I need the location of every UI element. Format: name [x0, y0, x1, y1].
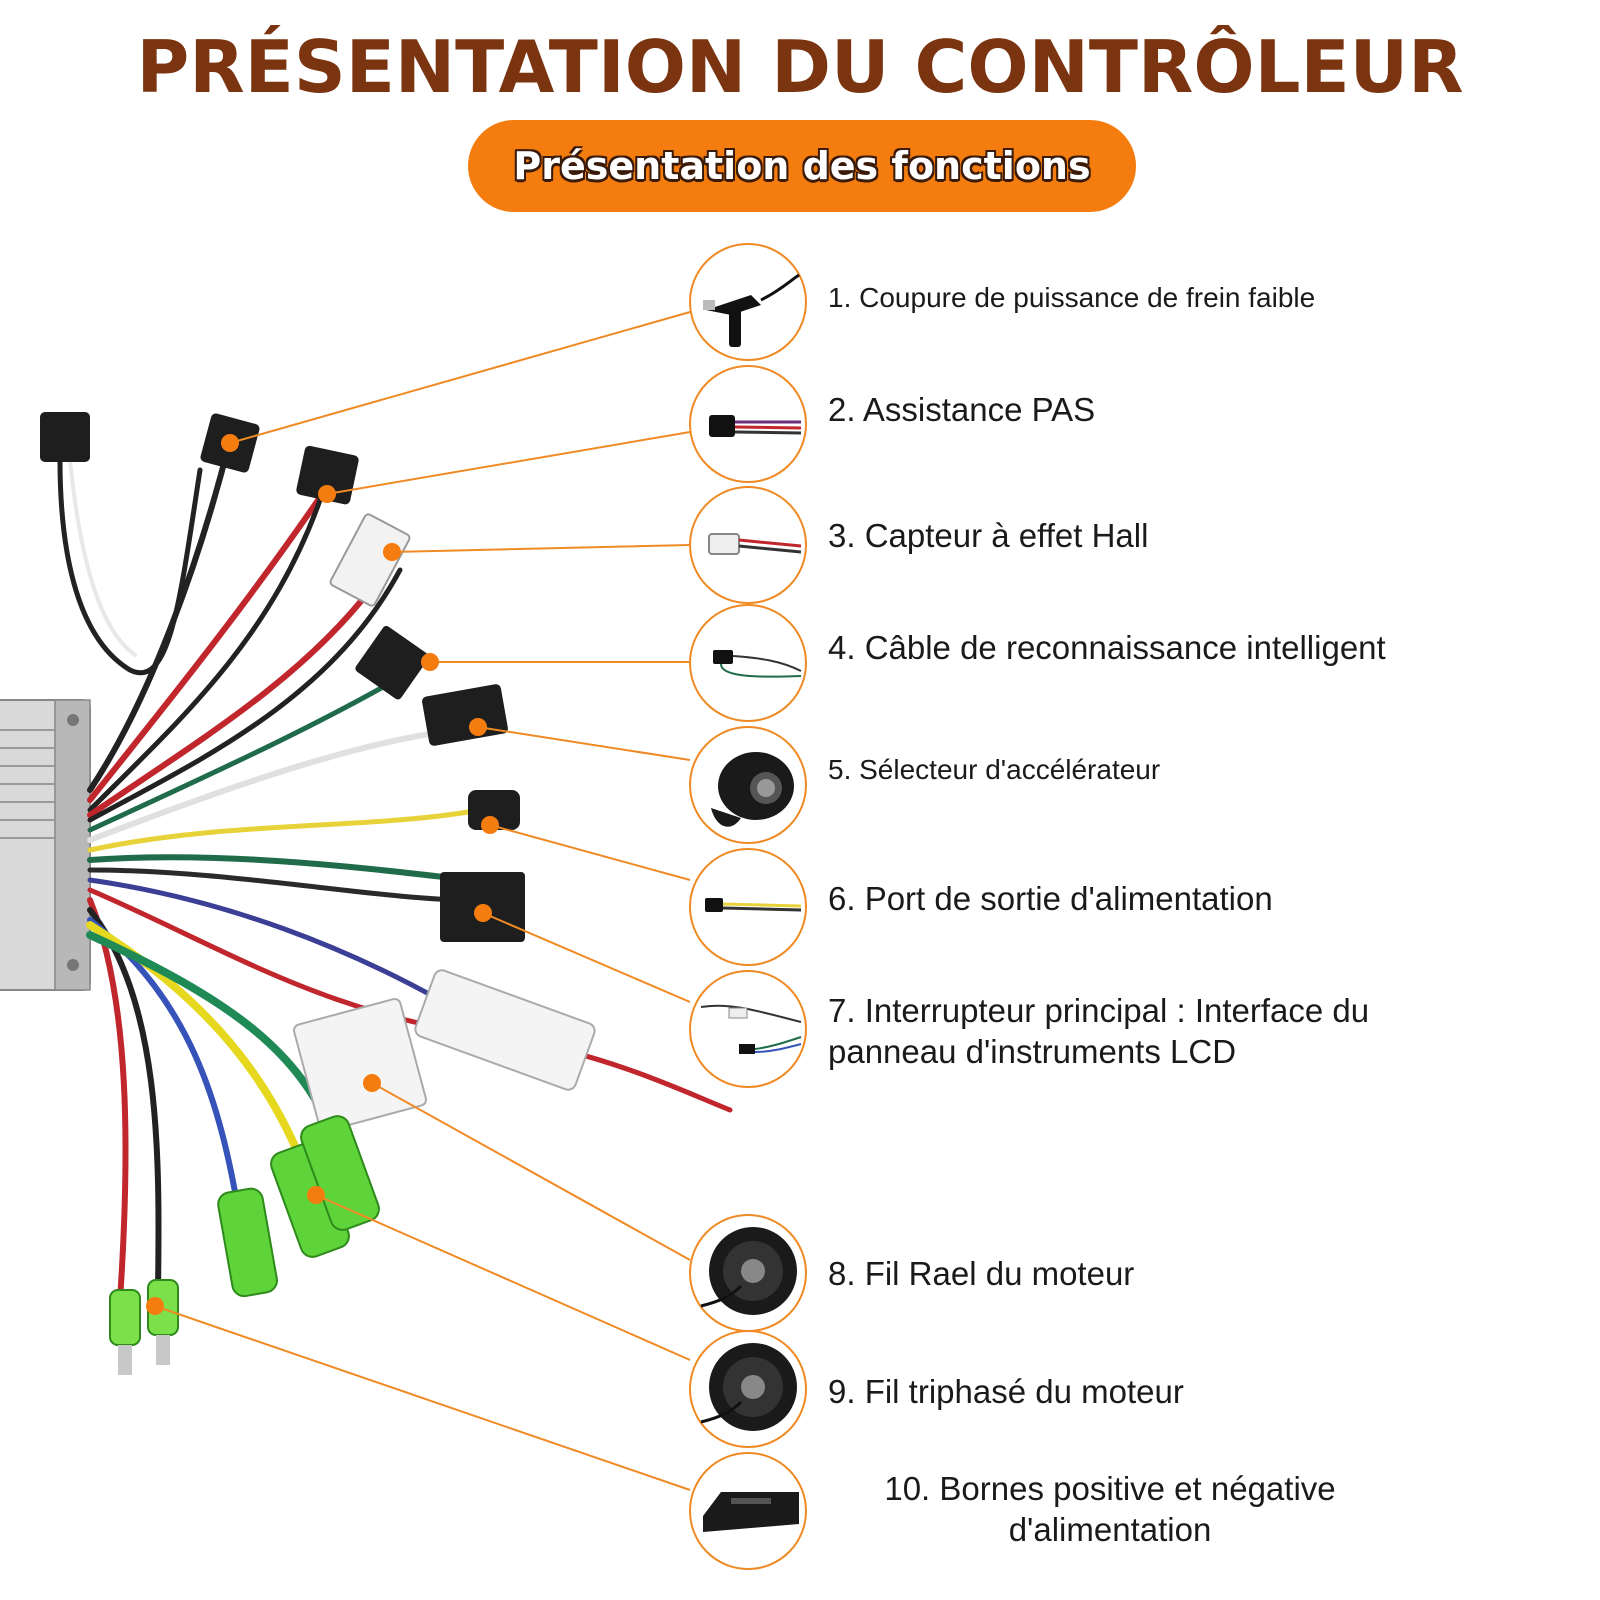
- item-label-4: 4. Câble de reconnaissance intelligent: [828, 629, 1386, 666]
- item-label-10-line1: 10. Bornes positive et négative: [884, 1470, 1336, 1507]
- item-label-7-line2: panneau d'instruments LCD: [828, 1033, 1237, 1071]
- callout-dots: [146, 434, 499, 1315]
- pas-connector-icon: [689, 365, 807, 483]
- item-label-1: 1. Coupure de puissance de frein faible: [828, 282, 1316, 313]
- thumb-throttle-icon: [689, 726, 807, 844]
- item-label-9: 9. Fil triphasé du moteur: [828, 1373, 1184, 1410]
- item-label-7: 7. Interrupteur principal : Interface du…: [828, 990, 1369, 1073]
- battery-icon: [689, 1452, 807, 1570]
- item-label-5: 5. Sélecteur d'accélérateur: [828, 754, 1161, 785]
- lcd-cable-icon: [689, 970, 807, 1088]
- item-label-8: 8. Fil Rael du moteur: [828, 1255, 1135, 1292]
- item-label-10: 10. Bornes positive et négative d'alimen…: [850, 1468, 1370, 1551]
- smart-cable-icon: [689, 604, 807, 722]
- hub-motor-icon-2: [689, 1330, 807, 1448]
- wire-bundle: [57, 437, 733, 1303]
- connectors: [40, 412, 596, 1375]
- page-title: PRÉSENTATION DU CONTRÔLEUR: [136, 25, 1464, 109]
- controller-box: [0, 699, 91, 991]
- hub-motor-icon: [689, 1214, 807, 1332]
- item-label-2: 2. Assistance PAS: [828, 391, 1096, 428]
- power-port-icon: [689, 848, 807, 966]
- item-label-3: 3. Capteur à effet Hall: [828, 517, 1149, 554]
- item-label-10-line2: d'alimentation: [1008, 1511, 1212, 1549]
- subtitle-pill: Présentation des fonctions: [468, 120, 1136, 212]
- brake-lever-icon: [689, 243, 807, 361]
- item-label-6: 6. Port de sortie d'alimentation: [828, 880, 1273, 917]
- item-label-7-line1: 7. Interrupteur principal : Interface du: [828, 992, 1370, 1029]
- leader-lines: [154, 311, 691, 1491]
- hall-connector-icon: [689, 486, 807, 604]
- subtitle-text: Présentation des fonctions: [513, 144, 1091, 188]
